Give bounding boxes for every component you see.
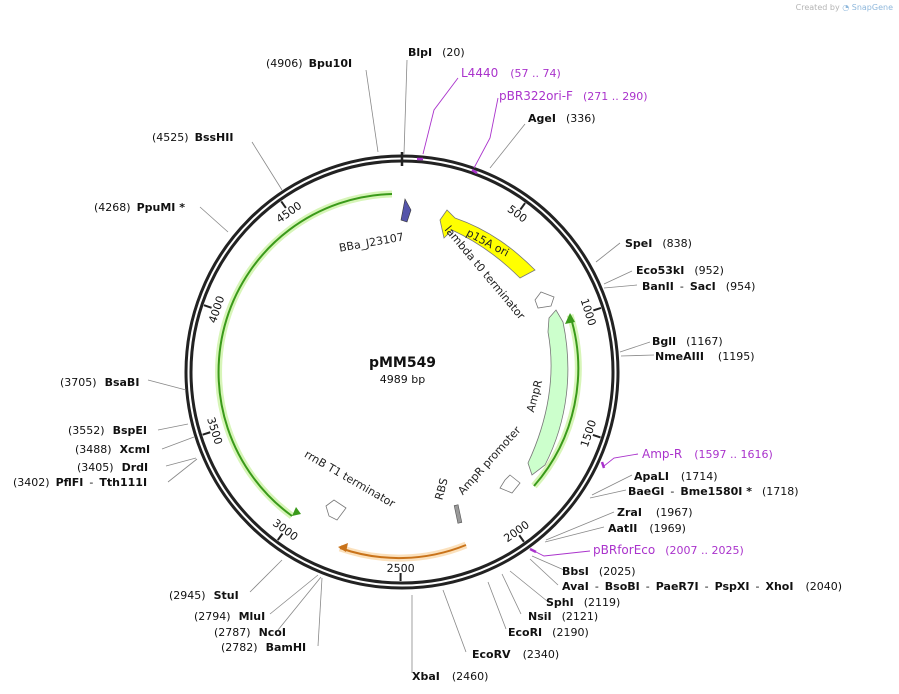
- tick-label-500: 500: [505, 203, 530, 226]
- snapgene-logo-icon: ◔: [842, 3, 850, 12]
- primer-pbr322ori-f[interactable]: pBR322ori-F(271 .. 290): [499, 89, 648, 103]
- site-bbsi[interactable]: BbsI(2025): [562, 565, 635, 578]
- primer-mark-amp-r: [600, 461, 606, 469]
- site-blpi[interactable]: BlpI(20): [408, 46, 465, 59]
- site-xbai[interactable]: XbaI(2460): [412, 670, 488, 683]
- tick-mark-1000: [593, 307, 602, 312]
- site-bpu10i[interactable]: (4906)Bpu10I: [266, 57, 352, 70]
- orf-arrowhead-left: [292, 507, 301, 516]
- site-ppumi[interactable]: (4268)PpuMI *: [94, 201, 185, 214]
- plasmid-name: pMM549: [368, 355, 437, 371]
- lambda-t0-terminator-feature[interactable]: [534, 291, 555, 309]
- site-sphi[interactable]: SphI(2119): [546, 596, 620, 609]
- orf-arc-left: [217, 193, 393, 517]
- rbs-feature[interactable]: [453, 504, 463, 524]
- rrnb-t1-terminator-label: rrnB T1 terminator: [302, 448, 398, 511]
- tick-label-1000: 1000: [578, 297, 599, 328]
- tick-mark-500: [519, 202, 526, 211]
- tick-mark-3000: [276, 533, 284, 541]
- site-agei[interactable]: AgeI(336): [528, 112, 596, 125]
- primer-mark-pbr322ori-f: [471, 168, 478, 175]
- plasmid-size: 4989 bp: [379, 373, 426, 386]
- primer-labels: L4440(57 .. 74) pBR322ori-F(271 .. 290) …: [461, 66, 773, 557]
- tick-mark-2000: [518, 534, 525, 543]
- rbs-label: RBS: [432, 477, 450, 502]
- site-eco53ki[interactable]: Eco53kI(952): [636, 264, 724, 277]
- site-bamhi[interactable]: (2782)BamHI: [221, 641, 306, 654]
- site-banii-saci[interactable]: BanII-SacI(954): [642, 280, 755, 293]
- orf-arc-right: [533, 314, 580, 487]
- site-pflfi-tth111i[interactable]: (3402)PflFI-Tth111I: [13, 476, 147, 489]
- site-bspei[interactable]: (3552)BspEI: [68, 424, 147, 437]
- site-bgli[interactable]: BglI(1167): [652, 335, 723, 348]
- site-avai-group[interactable]: AvaI-BsoBI-PaeR7I-PspXI-XhoI(2040): [562, 580, 842, 593]
- orf-arrowhead-bottom: [338, 543, 348, 552]
- backbone-inner-ring: [189, 159, 615, 585]
- site-spei[interactable]: SpeI(838): [625, 237, 692, 250]
- tick-mark-1500: [592, 433, 601, 439]
- snapgene-watermark: Created by ◔ SnapGene: [796, 3, 893, 12]
- tick-mark-4000: [203, 304, 212, 309]
- site-aatii[interactable]: AatII(1969): [608, 522, 686, 535]
- leader-lines: [147, 59, 655, 673]
- site-ecori[interactable]: EcoRI(2190): [508, 626, 589, 639]
- site-ecorv[interactable]: EcoRV(2340): [472, 648, 559, 661]
- site-drdi[interactable]: (3405)DrdI: [77, 461, 148, 474]
- tick-mark-3500: [202, 431, 211, 436]
- tick-label-2500: 2500: [387, 562, 415, 575]
- ampr-label: AmpR: [524, 378, 545, 413]
- restriction-site-labels: BlpI(20) (4906)Bpu10I (4525)BssHII (4268…: [13, 46, 842, 683]
- primer-l4440[interactable]: L4440(57 .. 74): [461, 66, 561, 80]
- orf-arc-bottom: [339, 544, 467, 560]
- primer-amp-r[interactable]: Amp-R(1597 .. 1616): [642, 447, 773, 461]
- tick-mark-4500: [280, 200, 287, 209]
- site-nsii[interactable]: NsiI(2121): [528, 610, 598, 623]
- primer-leader-lines: [422, 77, 639, 557]
- site-nmeaiii[interactable]: NmeAIII(1195): [655, 350, 755, 363]
- watermark-brand: SnapGene: [851, 3, 893, 12]
- bba-j23107-feature[interactable]: [400, 198, 412, 223]
- site-xcmi[interactable]: (3488)XcmI: [75, 443, 150, 456]
- primer-mark-pbrforeco: [529, 547, 537, 554]
- ampr-promoter-feature[interactable]: [499, 474, 521, 494]
- site-apali[interactable]: ApaLI(1714): [634, 470, 718, 483]
- p15a-ori-feature[interactable]: [439, 209, 536, 279]
- site-zrai[interactable]: ZraI(1967): [617, 506, 693, 519]
- tick-label-1500: 1500: [578, 418, 599, 449]
- site-ncoi[interactable]: (2787)NcoI: [214, 626, 286, 639]
- site-stui[interactable]: (2945)StuI: [169, 589, 239, 602]
- site-baegi-bme1580i[interactable]: BaeGI-Bme1580I *(1718): [628, 485, 799, 498]
- site-bsshii[interactable]: (4525)BssHII: [152, 131, 233, 144]
- orf-arrowhead-right: [565, 313, 575, 324]
- site-mlui[interactable]: (2794)MluI: [194, 610, 265, 623]
- watermark-prefix: Created by: [795, 3, 840, 12]
- rrnb-t1-terminator-feature[interactable]: [325, 499, 347, 521]
- bba-j23107-label: BBa_J23107: [338, 230, 405, 254]
- ampr-feature[interactable]: [527, 309, 569, 476]
- primer-pbrforeco[interactable]: pBRforEco(2007 .. 2025): [593, 543, 744, 557]
- site-bsabi[interactable]: (3705)BsaBI: [60, 376, 139, 389]
